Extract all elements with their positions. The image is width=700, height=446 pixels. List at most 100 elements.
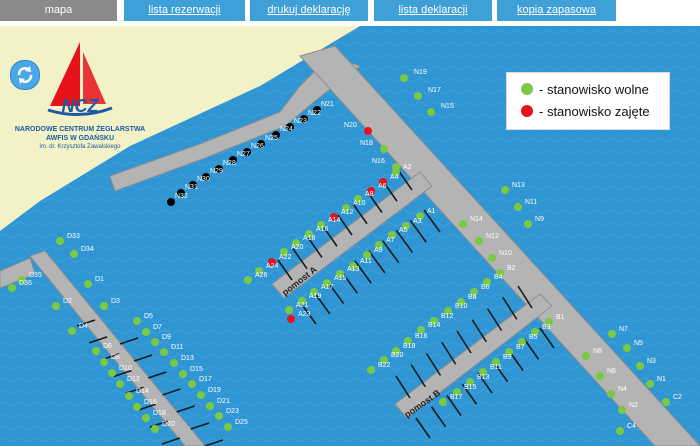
berth-n28[interactable] bbox=[215, 165, 223, 173]
berth-a11[interactable] bbox=[349, 262, 357, 270]
berth-a10[interactable] bbox=[342, 204, 350, 212]
berth-a17[interactable] bbox=[310, 288, 318, 296]
berth-b3[interactable] bbox=[531, 328, 539, 336]
berth-n31[interactable] bbox=[177, 189, 185, 197]
berth-n22[interactable] bbox=[300, 115, 308, 123]
berth-b20[interactable] bbox=[380, 356, 388, 364]
berth-n20[interactable] bbox=[364, 127, 372, 135]
berth-d10[interactable] bbox=[108, 369, 116, 377]
berth-b16[interactable] bbox=[404, 337, 412, 345]
berth-a12[interactable] bbox=[330, 213, 338, 221]
berth-n5[interactable] bbox=[623, 344, 631, 352]
tab-lista-deklaracji[interactable]: lista deklaracji bbox=[374, 0, 492, 21]
berth-b2[interactable] bbox=[496, 269, 504, 277]
berth-d14[interactable] bbox=[125, 392, 133, 400]
berth-d9[interactable] bbox=[151, 338, 159, 346]
berth-d21[interactable] bbox=[206, 402, 214, 410]
berth-a24[interactable] bbox=[255, 267, 263, 275]
berth-n8[interactable] bbox=[582, 352, 590, 360]
berth-n18[interactable] bbox=[380, 145, 388, 153]
berth-a21[interactable] bbox=[285, 306, 293, 314]
berth-a23[interactable] bbox=[287, 315, 295, 323]
berth-a26[interactable] bbox=[244, 276, 252, 284]
berth-c2[interactable] bbox=[662, 398, 670, 406]
berth-a22[interactable] bbox=[268, 258, 276, 266]
berth-n10[interactable] bbox=[488, 254, 496, 262]
berth-b22[interactable] bbox=[367, 366, 375, 374]
berth-n13[interactable] bbox=[501, 186, 509, 194]
berth-b10[interactable] bbox=[444, 307, 452, 315]
berth-n7[interactable] bbox=[608, 330, 616, 338]
berth-d25[interactable] bbox=[224, 423, 232, 431]
berth-n30[interactable] bbox=[189, 181, 197, 189]
berth-d1[interactable] bbox=[84, 280, 92, 288]
berth-b7[interactable] bbox=[505, 348, 513, 356]
berth-n17[interactable] bbox=[414, 92, 422, 100]
berth-n4[interactable] bbox=[607, 390, 615, 398]
berth-n12[interactable] bbox=[475, 237, 483, 245]
berth-n11[interactable] bbox=[514, 203, 522, 211]
berth-d7[interactable] bbox=[142, 328, 150, 336]
berth-b5[interactable] bbox=[518, 338, 526, 346]
berth-d2[interactable] bbox=[52, 302, 60, 310]
berth-a4[interactable] bbox=[379, 178, 387, 186]
berth-n26[interactable] bbox=[243, 148, 251, 156]
berth-b14[interactable] bbox=[417, 326, 425, 334]
berth-n32[interactable] bbox=[167, 198, 175, 206]
berth-n27[interactable] bbox=[229, 156, 237, 164]
berth-a9[interactable] bbox=[363, 251, 371, 259]
berth-b15[interactable] bbox=[453, 388, 461, 396]
berth-n24[interactable] bbox=[272, 131, 280, 139]
berth-n2[interactable] bbox=[618, 406, 626, 414]
berth-n21[interactable] bbox=[313, 106, 321, 114]
tab-kopia-zapasowa[interactable]: kopia zapasowa bbox=[497, 0, 616, 21]
berth-b6[interactable] bbox=[470, 288, 478, 296]
berth-n19[interactable] bbox=[400, 74, 408, 82]
berth-d11[interactable] bbox=[160, 348, 168, 356]
berth-a14[interactable] bbox=[317, 221, 325, 229]
berth-a7[interactable] bbox=[375, 241, 383, 249]
berth-d12[interactable] bbox=[116, 380, 124, 388]
berth-a16[interactable] bbox=[305, 230, 313, 238]
berth-n14[interactable] bbox=[459, 220, 467, 228]
berth-n6[interactable] bbox=[596, 372, 604, 380]
berth-b18[interactable] bbox=[392, 347, 400, 355]
tab-lista-rezerwacji[interactable]: lista rezerwacji bbox=[124, 0, 245, 21]
berth-n25[interactable] bbox=[257, 140, 265, 148]
tab-mapa[interactable]: mapa bbox=[0, 0, 117, 21]
berth-n23[interactable] bbox=[286, 123, 294, 131]
berth-n15[interactable] bbox=[427, 108, 435, 116]
berth-a1[interactable] bbox=[416, 212, 424, 220]
berth-b13[interactable] bbox=[466, 378, 474, 386]
berth-d16[interactable] bbox=[133, 403, 141, 411]
berth-d18[interactable] bbox=[142, 414, 150, 422]
berth-a8[interactable] bbox=[354, 195, 362, 203]
berth-a18[interactable] bbox=[292, 239, 300, 247]
berth-b4[interactable] bbox=[483, 278, 491, 286]
berth-a19[interactable] bbox=[298, 297, 306, 305]
berth-b11[interactable] bbox=[479, 368, 487, 376]
berth-n3[interactable] bbox=[636, 362, 644, 370]
berth-b8[interactable] bbox=[457, 298, 465, 306]
berth-d23[interactable] bbox=[215, 412, 223, 420]
berth-n9[interactable] bbox=[524, 220, 532, 228]
berth-a3[interactable] bbox=[402, 222, 410, 230]
berth-d13[interactable] bbox=[170, 359, 178, 367]
berth-b12[interactable] bbox=[430, 317, 438, 325]
berth-d36[interactable] bbox=[8, 284, 16, 292]
berth-n29[interactable] bbox=[202, 173, 210, 181]
berth-d6[interactable] bbox=[92, 347, 100, 355]
berth-d3[interactable] bbox=[100, 302, 108, 310]
berth-b1[interactable] bbox=[545, 318, 553, 326]
berth-n1[interactable] bbox=[646, 380, 654, 388]
berth-d15[interactable] bbox=[179, 370, 187, 378]
berth-d34[interactable] bbox=[70, 250, 78, 258]
berth-a6[interactable] bbox=[367, 187, 375, 195]
berth-d33[interactable] bbox=[56, 237, 64, 245]
berth-c4[interactable] bbox=[616, 427, 624, 435]
berth-a15[interactable] bbox=[323, 279, 331, 287]
berth-a2[interactable] bbox=[392, 168, 400, 176]
berth-d19[interactable] bbox=[197, 391, 205, 399]
refresh-button[interactable] bbox=[10, 60, 40, 90]
berth-a13[interactable] bbox=[336, 270, 344, 278]
